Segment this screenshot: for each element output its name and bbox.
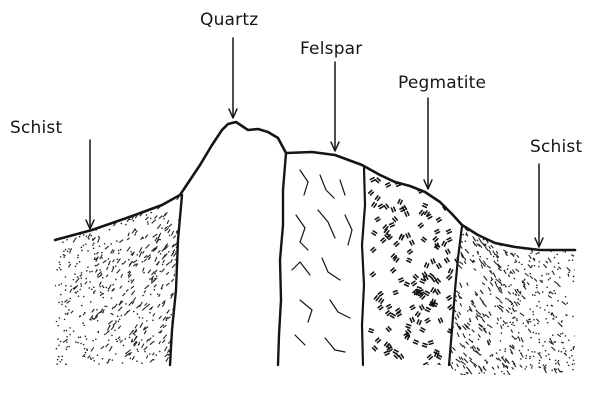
quartz-left-boundary [170,195,182,365]
schist-left-texture [54,191,184,365]
ground-surface-line [55,122,575,250]
arrow-schist-left [86,140,94,229]
quartz-felspar-boundary [278,153,286,365]
label-schist-right: Schist [530,137,582,157]
label-felspar: Felspar [300,39,363,59]
felspar-cracks [292,170,352,352]
felspar-pegmatite-boundary [362,168,365,365]
label-quartz: Quartz [200,10,258,30]
arrow-quartz [229,38,237,118]
arrow-schist-right [535,164,543,247]
label-pegmatite: Pegmatite [398,73,486,93]
arrow-pegmatite [424,98,432,189]
pegmatite-texture [369,177,463,368]
label-schist-left: Schist [10,118,62,138]
arrow-felspar [331,62,339,151]
